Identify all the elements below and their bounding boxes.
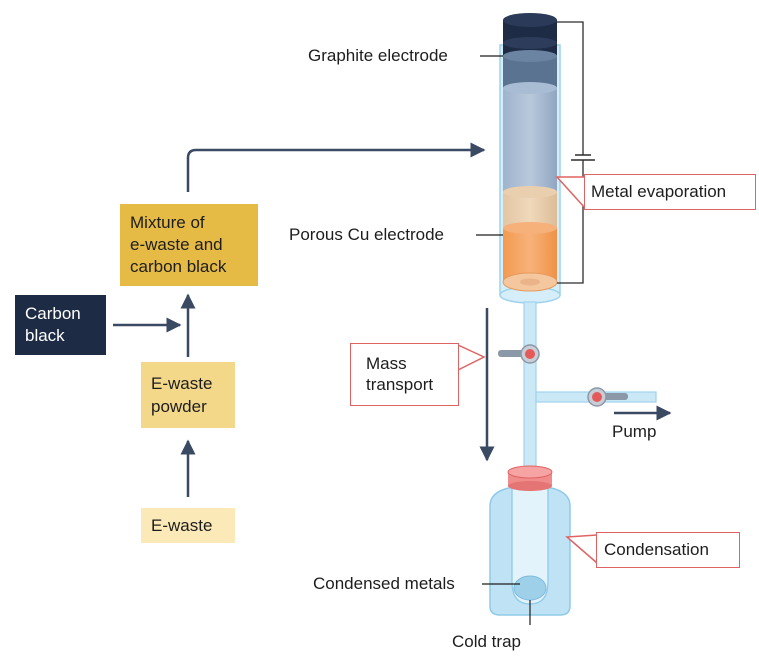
carbon-black-label-line2: black bbox=[25, 326, 65, 345]
leader-lines bbox=[476, 55, 531, 625]
metal-evaporation-callout: Metal evaporation bbox=[584, 174, 756, 210]
condensation-label: Condensation bbox=[604, 540, 709, 559]
circuit-wire bbox=[557, 21, 595, 284]
valve-upper[interactable] bbox=[498, 344, 540, 364]
condensation-callout: Condensation bbox=[596, 532, 740, 568]
ewaste-box: E-waste bbox=[141, 508, 235, 543]
graphite-electrode-label: Graphite electrode bbox=[308, 46, 448, 65]
condensed-metals-label: Condensed metals bbox=[313, 574, 455, 593]
cold-trap-label: Cold trap bbox=[452, 632, 521, 651]
graphite-electrode bbox=[503, 13, 557, 192]
callout-pointers bbox=[457, 176, 598, 564]
glass-pipe bbox=[523, 301, 657, 479]
mass-transport-label-line1: Mass bbox=[366, 354, 407, 373]
mass-transport-label-line2: transport bbox=[366, 375, 434, 394]
ewaste-powder-label-line1: E-waste bbox=[151, 374, 213, 393]
flow-arrows bbox=[113, 142, 672, 497]
metal-evaporation-label: Metal evaporation bbox=[591, 182, 727, 201]
ewaste-powder-label-line2: powder bbox=[151, 397, 207, 416]
arrow-mixture-to-reactor bbox=[186, 142, 486, 192]
valve-pump-line[interactable] bbox=[587, 387, 628, 407]
porous-cu-electrode-label: Porous Cu electrode bbox=[289, 225, 444, 244]
pump-label: Pump bbox=[612, 422, 657, 441]
mixture-label-line2: e-waste and bbox=[130, 235, 223, 254]
carbon-black-label-line1: Carbon bbox=[25, 304, 81, 323]
cold-trap bbox=[489, 465, 571, 616]
carbon-black-box: Carbon black bbox=[15, 295, 106, 355]
mixture-box: Mixture of e-waste and carbon black bbox=[120, 204, 258, 286]
mass-transport-callout: Mass transport bbox=[350, 343, 459, 406]
ewaste-label: E-waste bbox=[151, 516, 213, 535]
mixture-label-line1: Mixture of bbox=[130, 213, 205, 232]
porous-cu-electrode bbox=[502, 186, 558, 292]
mixture-label-line3: carbon black bbox=[130, 257, 227, 276]
ewaste-powder-box: E-waste powder bbox=[141, 362, 235, 428]
